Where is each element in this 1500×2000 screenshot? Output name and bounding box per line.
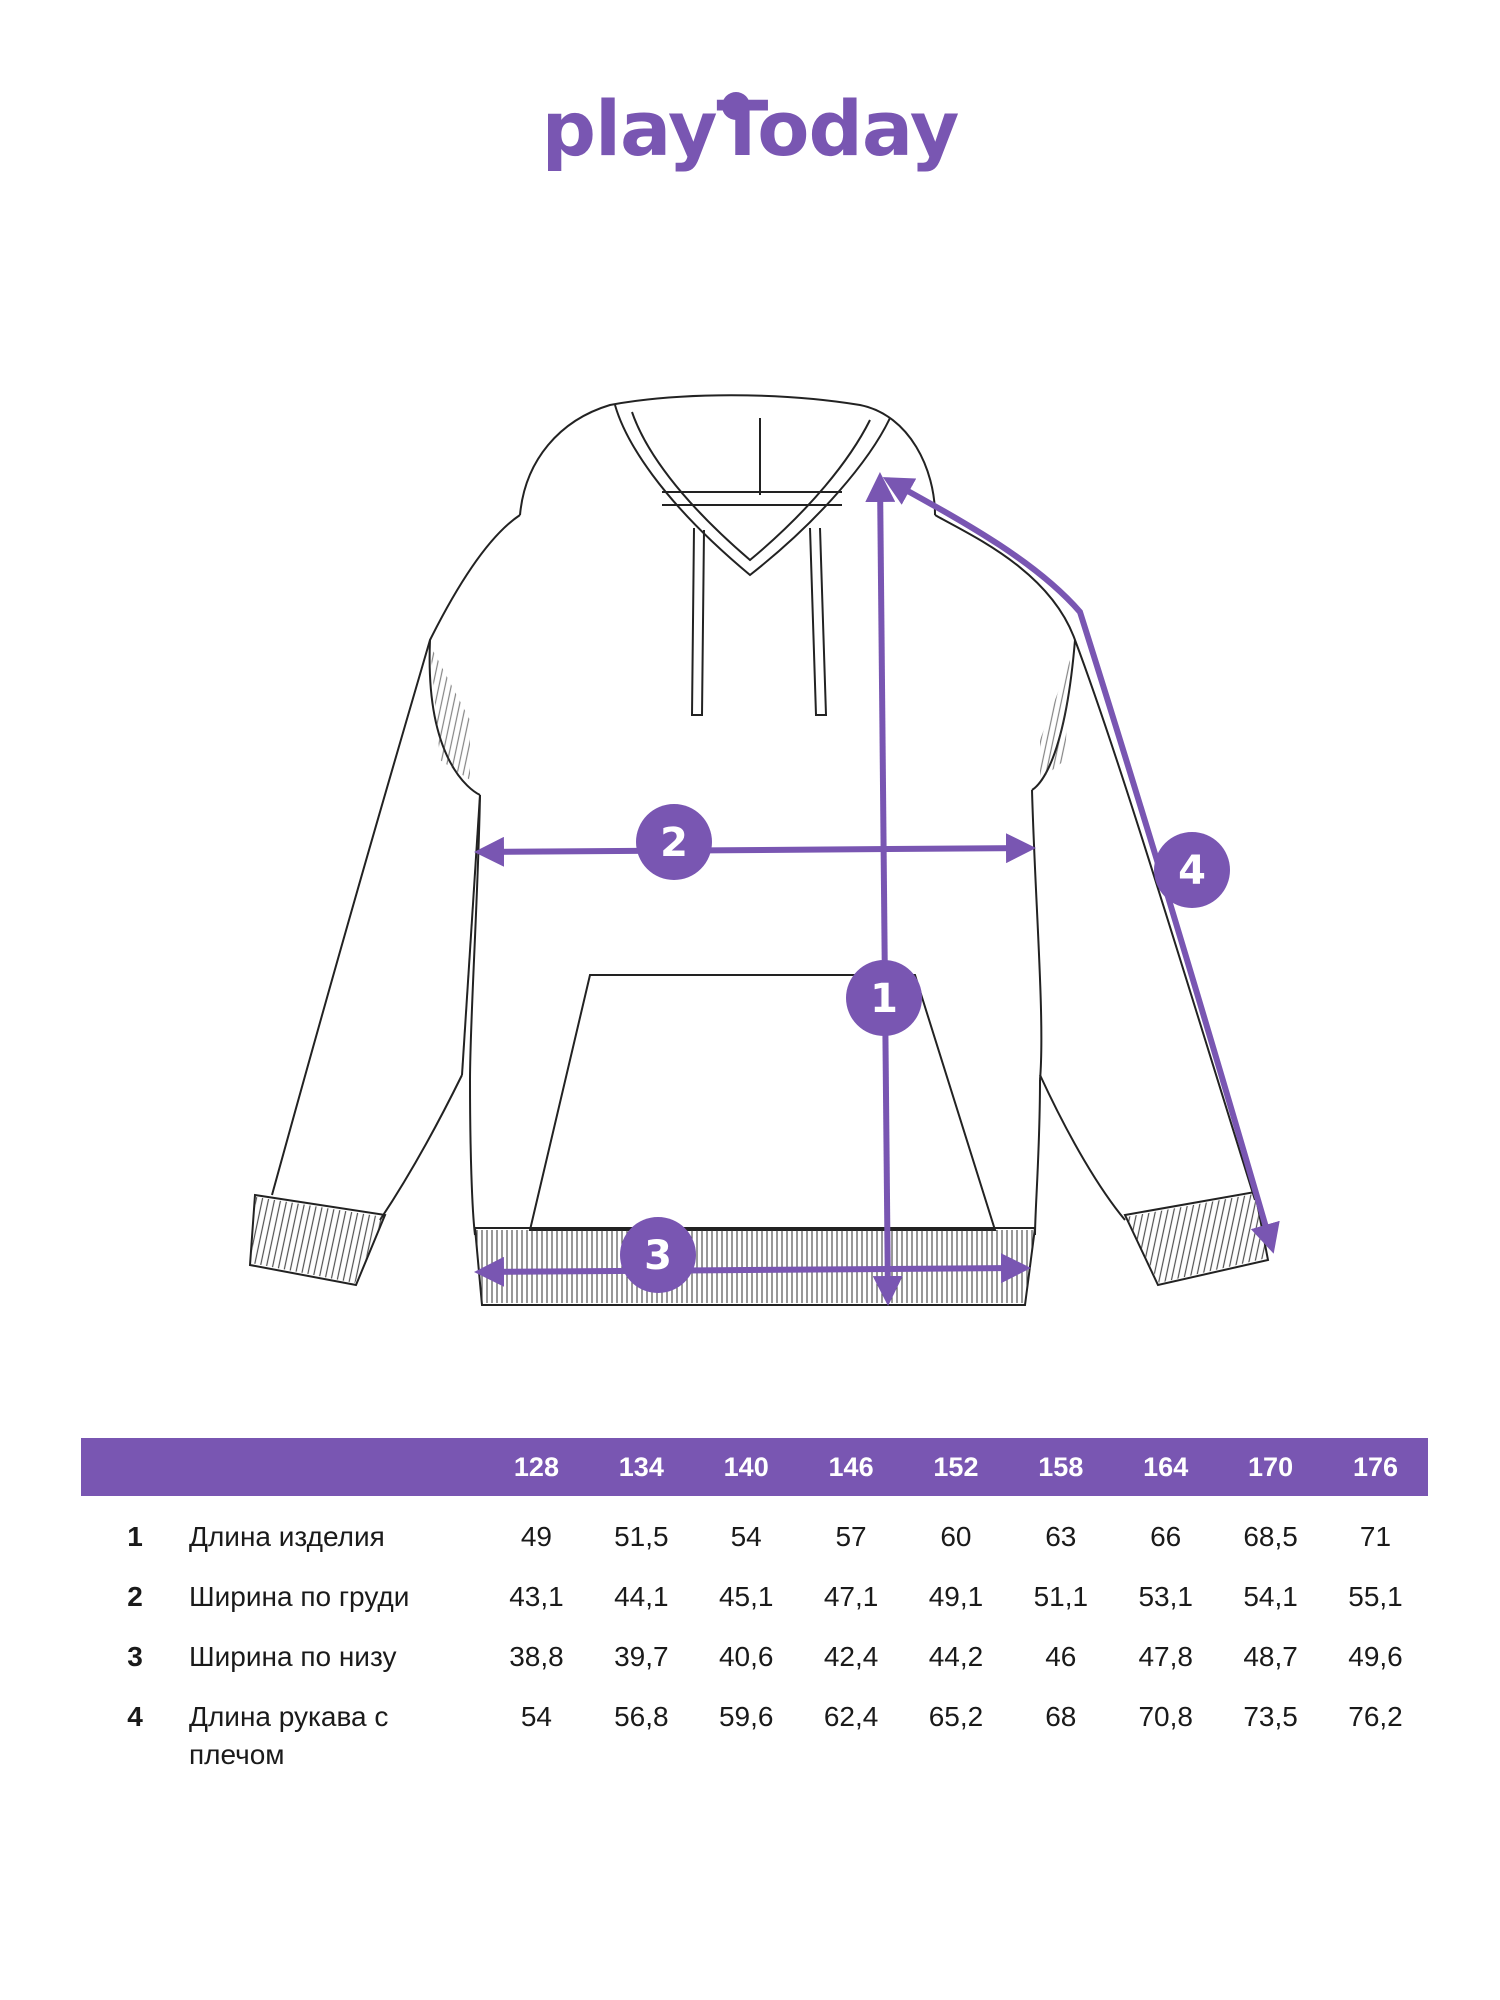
size-header: 164 (1143, 1451, 1189, 1482)
hoodie-measurement-diagram: 1 2 3 4 (248, 394, 1280, 1306)
brand-logo-dot (722, 92, 750, 120)
size-table: 128 134 140 146 152 158 164 170 176 1 Дл… (81, 1438, 1428, 1780)
cell-value: 60 (940, 1521, 972, 1552)
cell-value: 49,1 (928, 1581, 984, 1612)
cell-value: 65,2 (928, 1701, 984, 1732)
row-label: Ширина по низу (189, 1641, 397, 1672)
table-row: 1 Длина изделия 49 51,5 54 57 60 63 66 6… (81, 1496, 1428, 1562)
row-label: Длина изделия (189, 1521, 385, 1552)
cell-value: 53,1 (1138, 1581, 1193, 1612)
cell-value: 76,2 (1348, 1701, 1403, 1732)
cell-value: 59,6 (718, 1701, 774, 1732)
cell-value: 40,6 (718, 1641, 774, 1672)
cell-value: 51,5 (614, 1521, 669, 1552)
callout-3: 3 (620, 1217, 696, 1293)
cell-value: 49 (520, 1521, 553, 1552)
measure-line-1 (865, 472, 903, 1306)
row-number: 1 (127, 1521, 143, 1552)
svg-text:4: 4 (1178, 848, 1206, 894)
cell-value: 71 (1359, 1521, 1392, 1552)
callout-4: 4 (1154, 832, 1230, 908)
table-row: 2 Ширина по груди 43,1 44,1 45,1 47,1 49… (81, 1562, 1428, 1622)
table-row: 4 Длина рукава с плечом 54 56,8 59,6 62,… (81, 1682, 1428, 1780)
cell-value: 44,2 (928, 1641, 984, 1672)
cell-value: 57 (835, 1521, 867, 1552)
cell-value: 63 (1045, 1521, 1077, 1552)
svg-text:1: 1 (870, 976, 898, 1022)
cell-value: 47,1 (823, 1581, 879, 1612)
cell-value: 48,7 (1243, 1641, 1298, 1672)
svg-text:2: 2 (660, 820, 688, 866)
table-row: 3 Ширина по низу 38,8 39,7 40,6 42,4 44,… (81, 1622, 1428, 1682)
measure-line-4 (882, 477, 1280, 1254)
size-header: 158 (1038, 1451, 1084, 1482)
row-label: Ширина по груди (189, 1581, 410, 1612)
measurement-lines (474, 472, 1280, 1306)
cell-value: 55,1 (1348, 1581, 1403, 1612)
size-header: 176 (1352, 1451, 1399, 1482)
measure-line-3 (474, 1253, 1031, 1287)
row-number: 2 (127, 1581, 143, 1612)
cell-value: 44,1 (614, 1581, 669, 1612)
cell-value: 43,1 (509, 1581, 564, 1612)
row-number: 4 (127, 1701, 143, 1732)
cell-value: 66 (1150, 1521, 1182, 1552)
cell-value: 49,6 (1348, 1641, 1403, 1672)
cell-value: 54 (520, 1701, 553, 1732)
cell-value: 51,1 (1033, 1581, 1089, 1612)
cell-value: 45,1 (718, 1581, 774, 1612)
cell-value: 38,8 (509, 1641, 564, 1672)
size-header: 134 (618, 1451, 664, 1482)
cell-value: 68 (1045, 1701, 1077, 1732)
brand-logo: playToday (0, 84, 1500, 173)
brand-logo-text: playToday (541, 84, 960, 173)
size-header: 152 (933, 1451, 979, 1482)
size-header: 170 (1248, 1451, 1294, 1482)
cell-value: 39,7 (614, 1641, 669, 1672)
size-header-row: 128 134 140 146 152 158 164 170 176 (81, 1438, 1428, 1496)
cell-value: 62,4 (823, 1701, 879, 1732)
callout-1: 1 (846, 960, 922, 1036)
size-header: 146 (828, 1451, 874, 1482)
cell-value: 56,8 (614, 1701, 669, 1732)
cell-value: 54,1 (1243, 1581, 1298, 1612)
cell-value: 73,5 (1243, 1701, 1298, 1732)
callout-2: 2 (636, 804, 712, 880)
size-header: 128 (513, 1451, 559, 1482)
cell-value: 70,8 (1138, 1701, 1193, 1732)
cell-value: 68,5 (1243, 1521, 1298, 1552)
cell-value: 47,8 (1138, 1641, 1193, 1672)
svg-text:3: 3 (644, 1233, 672, 1279)
cell-value: 42,4 (823, 1641, 879, 1672)
cell-value: 54 (730, 1521, 762, 1552)
measure-line-2 (474, 833, 1036, 867)
cell-value: 46 (1045, 1641, 1077, 1672)
row-number: 3 (127, 1641, 143, 1672)
size-header: 140 (723, 1451, 769, 1482)
row-label: Длина рукава с плечом (189, 1701, 389, 1770)
